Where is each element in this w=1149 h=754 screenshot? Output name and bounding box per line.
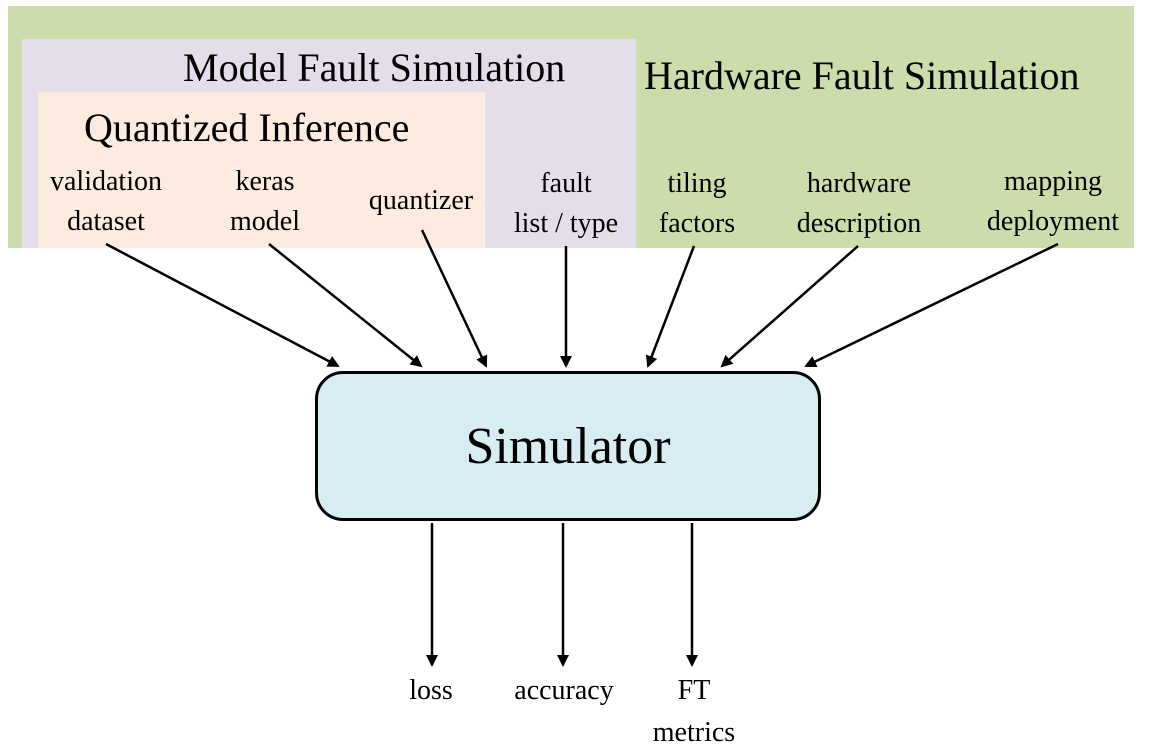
input-mapping-deployment: mapping deployment (968, 162, 1138, 242)
arrow-tiling-factors (645, 245, 696, 368)
input-tiling-factors: tiling factors (612, 164, 782, 244)
input-validation-dataset-line-1: validation (50, 166, 162, 197)
quantized-inference-region (38, 92, 485, 248)
arrow-mapping-deployment (804, 242, 1059, 368)
output-loss-line-1: loss (409, 675, 453, 706)
output-ft-metrics-line-2: metrics (652, 717, 736, 748)
input-mapping-deployment-line-2: deployment (986, 206, 1120, 237)
arrow-validation-dataset (105, 242, 340, 368)
input-validation-dataset: validation dataset (21, 162, 191, 242)
output-ft-metrics-line-1: FT (677, 675, 711, 706)
output-accuracy: accuracy (489, 670, 639, 712)
simulator-box: Simulator (315, 371, 821, 521)
hardware-fault-simulation-title: Hardware Fault Simulation (644, 53, 1080, 98)
quantized-inference-title: Quantized Inference (84, 105, 410, 150)
input-quantizer-line-1: quantizer (368, 185, 474, 216)
input-tiling-factors-line-2: factors (658, 208, 736, 239)
input-hardware-description-line-2: description (796, 208, 922, 239)
output-ft-metrics: FT metrics (619, 670, 769, 754)
input-fault-list-type-line-1: fault (540, 168, 592, 199)
input-hardware-description: hardware description (774, 164, 944, 244)
output-accuracy-line-1: accuracy (514, 675, 614, 706)
input-hardware-description-line-1: hardware (806, 168, 912, 199)
input-keras-model-line-2: model (230, 206, 300, 237)
arrow-hardware-description (720, 245, 859, 368)
input-keras-model-line-1: keras (235, 166, 295, 197)
input-tiling-factors-line-1: tiling (667, 168, 727, 199)
input-quantizer: quantizer (336, 181, 506, 221)
simulator-label: Simulator (465, 417, 671, 475)
model-fault-simulation-title: Model Fault Simulation (183, 45, 566, 90)
input-mapping-deployment-line-1: mapping (1004, 166, 1102, 197)
input-validation-dataset-line-2: dataset (67, 206, 145, 237)
arrow-keras-model (268, 243, 423, 368)
input-fault-list-type: fault list / type (481, 164, 651, 244)
output-loss: loss (356, 670, 506, 712)
input-fault-list-type-line-2: list / type (513, 208, 619, 239)
arrow-quantizer (420, 229, 488, 368)
input-keras-model: keras model (180, 162, 350, 242)
